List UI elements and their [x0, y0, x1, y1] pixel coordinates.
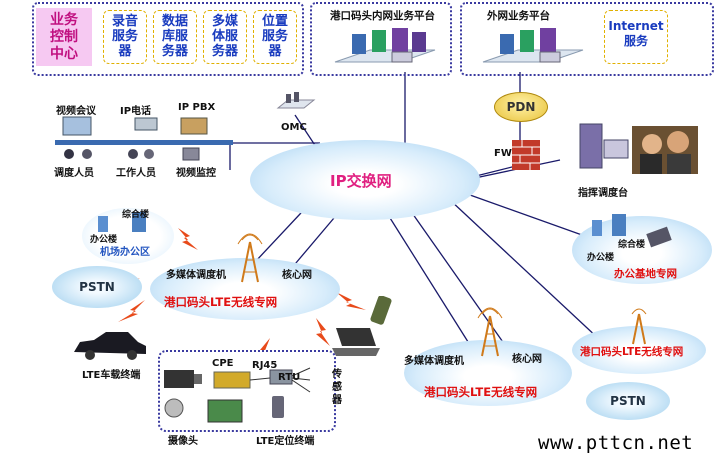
office-base-office-label: 办公楼 — [587, 253, 615, 263]
business-control-center: 业务 控制 中心 — [36, 8, 92, 66]
lte-location-terminal-label: LTE定位终端 — [256, 436, 315, 447]
server-rack-icon — [482, 28, 584, 63]
right-mm-dispatcher-label: 多媒体调度机 — [404, 356, 464, 367]
far-lte-cloud — [572, 326, 706, 374]
command-console-icon — [579, 123, 698, 174]
left-core-label: 核心网 — [282, 270, 312, 281]
ip-phone-label: IP电话 — [120, 106, 152, 117]
left-mm-dispatcher-label: 多媒体调度机 — [166, 270, 226, 281]
antenna-tower-icon — [477, 307, 503, 357]
command-console-label: 指挥调度台 — [578, 188, 628, 199]
vehicle-icon — [74, 332, 146, 360]
right-lte-network-label: 港口码头LTE无线专网 — [424, 385, 538, 399]
airport-office-cloud — [82, 208, 174, 264]
external-platform-frame — [460, 2, 714, 76]
video-conference-label: 视频会议 — [56, 106, 96, 117]
omc-label: OMC — [281, 122, 307, 133]
port-platform-title: 港口码头内网业务平台 — [330, 10, 435, 22]
far-lte-network-label: 港口码头LTE无线专网 — [580, 346, 684, 358]
server-rack-icon — [334, 28, 436, 63]
dispatcher-label: 调度人员 — [54, 168, 94, 179]
business-control-frame — [32, 2, 304, 76]
field-devices-icon — [164, 367, 311, 423]
building-icon — [98, 212, 146, 232]
antenna-tower-icon — [237, 233, 263, 283]
terminal-devices-icon — [55, 116, 233, 161]
pstn-label: PSTN — [610, 394, 646, 408]
pdn-label: PDN — [506, 100, 536, 114]
omc-device-icon — [276, 92, 316, 109]
rtu-label: RTU — [278, 372, 301, 383]
service-location: 位置 服务 器 — [253, 10, 297, 64]
service-multimedia: 多媒 体服 务器 — [203, 10, 247, 64]
camera-label: 摄像头 — [168, 436, 198, 447]
rj45-label: RJ45 — [252, 360, 278, 371]
antenna-tower-icon — [631, 308, 647, 345]
service-database: 数据 库服 务器 — [153, 10, 197, 64]
airport-office-label: 办公楼 — [90, 235, 118, 245]
pstn-label: PSTN — [79, 280, 115, 294]
external-platform-title: 外网业务平台 — [487, 10, 550, 22]
cpe-label: CPE — [212, 358, 234, 369]
mobile-phone-icon — [370, 296, 392, 325]
ip-exchange-cloud — [250, 140, 480, 220]
laptop-icon — [332, 328, 380, 356]
port-platform-frame — [310, 2, 452, 76]
vehicle-terminal-label: LTE车载终端 — [82, 370, 141, 381]
worker-label: 工作人员 — [116, 168, 156, 179]
sensor-label: 传 感 器 — [332, 369, 342, 406]
left-lte-network-label: 港口码头LTE无线专网 — [164, 295, 278, 309]
watermark-url: www.pttcn.net — [538, 432, 694, 454]
service-recording: 录音 服务 器 — [103, 10, 147, 64]
airport-building-label: 综合楼 — [122, 210, 150, 220]
right-lte-cloud — [404, 340, 572, 406]
ip-exchange-label: IP交换网 — [330, 172, 392, 190]
firewall-icon — [512, 140, 540, 170]
office-base-building-label: 综合楼 — [618, 240, 646, 250]
video-monitor-label: 视频监控 — [176, 168, 216, 179]
airport-area-label: 机场办公区 — [100, 247, 150, 258]
field-equipment-box — [158, 350, 336, 432]
building-icon — [592, 214, 672, 248]
fw-label: FW — [494, 148, 512, 159]
office-base-network-label: 办公基地专网 — [614, 268, 677, 280]
internet-service: Internet 服务 — [604, 10, 668, 64]
pdn-node: PDN — [494, 92, 548, 122]
ip-pbx-label: IP PBX — [178, 102, 216, 113]
pstn-cloud-right: PSTN — [586, 382, 670, 420]
right-core-label: 核心网 — [512, 354, 542, 365]
pstn-cloud-left: PSTN — [52, 266, 142, 308]
